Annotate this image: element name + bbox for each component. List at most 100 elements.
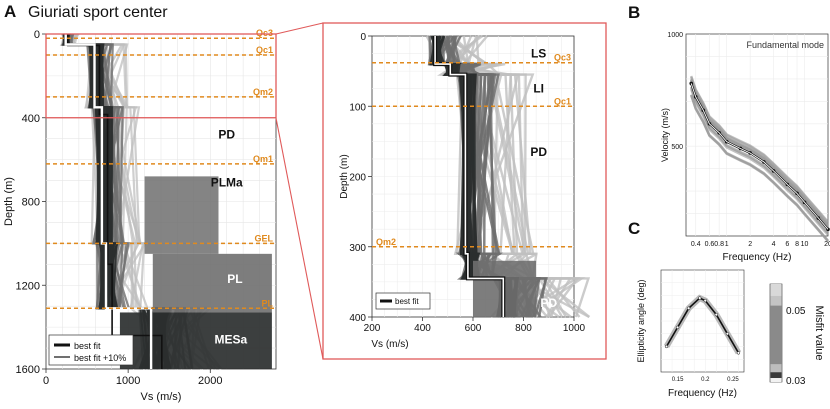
data-point: [689, 81, 694, 86]
unit-label: PD: [530, 145, 547, 159]
x-tick-label: 0.8: [714, 241, 724, 248]
chart-annotation: Fundamental mode: [746, 40, 824, 50]
reference-line-label: PL: [261, 298, 273, 308]
colorbar-band: [770, 284, 782, 296]
x-tick-label: 1: [725, 241, 729, 248]
x-tick-label: 0.15: [672, 377, 684, 383]
unit-label: PLMa: [211, 176, 243, 190]
legend: best fit: [375, 292, 431, 310]
legend-label: best fit +10%: [74, 353, 126, 363]
legend-label: best fit: [395, 297, 419, 306]
unit-label: LS: [531, 47, 546, 61]
legend-box: [48, 334, 134, 366]
colorbar-band: [770, 364, 782, 373]
x-tick-label: 8: [795, 241, 799, 248]
best-fit-line: [64, 34, 153, 369]
panel-c-letter: C: [628, 219, 640, 238]
x-tick-label: 2000: [198, 375, 222, 387]
x-tick-label: 0.2: [701, 377, 710, 383]
reference-line-label: GEL: [254, 233, 273, 243]
y-tick-label: 500: [671, 144, 683, 151]
colorbar-band: [770, 305, 782, 365]
reference-line-label: Qc3: [554, 53, 571, 63]
dispersion-curve-model: [690, 94, 829, 242]
dispersion-curve-model: [690, 79, 829, 227]
y-tick-label: 1000: [667, 32, 683, 39]
best-fit-dispersion-curve: [690, 83, 829, 230]
dispersion-curve-model: [690, 86, 829, 234]
y-axis-label: Depth (m): [3, 177, 15, 226]
colorbar-tick-label: 0.03: [786, 376, 806, 387]
panel-a-letter: A: [4, 2, 16, 21]
x-axis-label: Frequency (Hz): [668, 388, 737, 399]
panel-a-title: Giuriati sport center: [28, 4, 168, 21]
y-tick-label: 400: [349, 313, 366, 324]
x-axis-label: Vs (m/s): [371, 339, 408, 350]
x-tick-label: 400: [414, 323, 431, 334]
best-fit-line: [434, 36, 505, 317]
reference-line-label: Qc1: [256, 45, 273, 55]
x-tick-label: 600: [465, 323, 482, 334]
y-tick-label: 400: [22, 113, 40, 125]
x-tick-label: 4: [772, 241, 776, 248]
pl-unit-block: [152, 253, 272, 313]
y-tick-label: 800: [22, 197, 40, 209]
y-axis-label: Depth (m): [339, 154, 350, 198]
ellipticity-curve: [665, 297, 740, 354]
x-tick-label: 0.4: [691, 241, 701, 248]
plma-unit-block: [144, 176, 219, 254]
panel-b-letter: B: [628, 3, 640, 22]
x-tick-label: 20: [824, 241, 830, 248]
data-point: [698, 296, 702, 300]
x-tick-label: 6: [785, 241, 789, 248]
unit-label: PD: [218, 128, 235, 142]
y-tick-label: 1200: [16, 280, 40, 292]
reference-line-label: Qc3: [256, 28, 273, 38]
data-point: [664, 344, 669, 349]
y-tick-label: 100: [349, 102, 366, 113]
x-axis-label: Frequency (Hz): [723, 252, 792, 263]
zoom-connector: [275, 22, 324, 35]
reference-line-label: Qm2: [253, 87, 273, 97]
unit-label: PD: [540, 296, 557, 310]
x-tick-label: 0.6: [705, 241, 715, 248]
x-tick-label: 2: [748, 241, 752, 248]
reference-line-label: Qm2: [376, 237, 396, 247]
reference-line-label: Qc1: [554, 96, 571, 106]
y-tick-label: 0: [34, 29, 40, 41]
y-axis-label: Ellipticity angle (deg): [636, 279, 646, 362]
data-point: [714, 312, 718, 317]
x-tick-label: 800: [515, 323, 532, 334]
y-axis-label: Velocity (m/s): [660, 108, 670, 162]
mesa-unit-block: [119, 312, 272, 369]
zoom-region-box: [45, 33, 277, 119]
unit-label: MESa: [214, 333, 247, 347]
reference-line-label: Qm1: [253, 154, 273, 164]
unit-label: LI: [533, 82, 544, 96]
data-point: [687, 306, 691, 310]
colorbar-band: [770, 372, 782, 379]
data-point: [736, 351, 741, 355]
y-tick-label: 1600: [16, 364, 40, 376]
x-tick-label: 10: [801, 241, 809, 248]
y-tick-label: 200: [349, 173, 366, 184]
zoom-connector: [275, 117, 324, 360]
data-point: [675, 325, 680, 330]
colorbar-band: [770, 295, 782, 306]
y-tick-label: 0: [360, 32, 366, 43]
y-tick-label: 300: [349, 243, 366, 254]
x-tick-label: 0: [43, 375, 49, 387]
x-tick-label: 1000: [563, 323, 586, 334]
x-tick-label: 200: [364, 323, 381, 334]
colorbar-tick-label: 0.05: [786, 306, 806, 317]
unit-label: PL: [227, 272, 242, 286]
colorbar-band: [770, 378, 782, 382]
data-point: [725, 332, 730, 336]
colorbar-label: Misfit value: [813, 305, 825, 360]
